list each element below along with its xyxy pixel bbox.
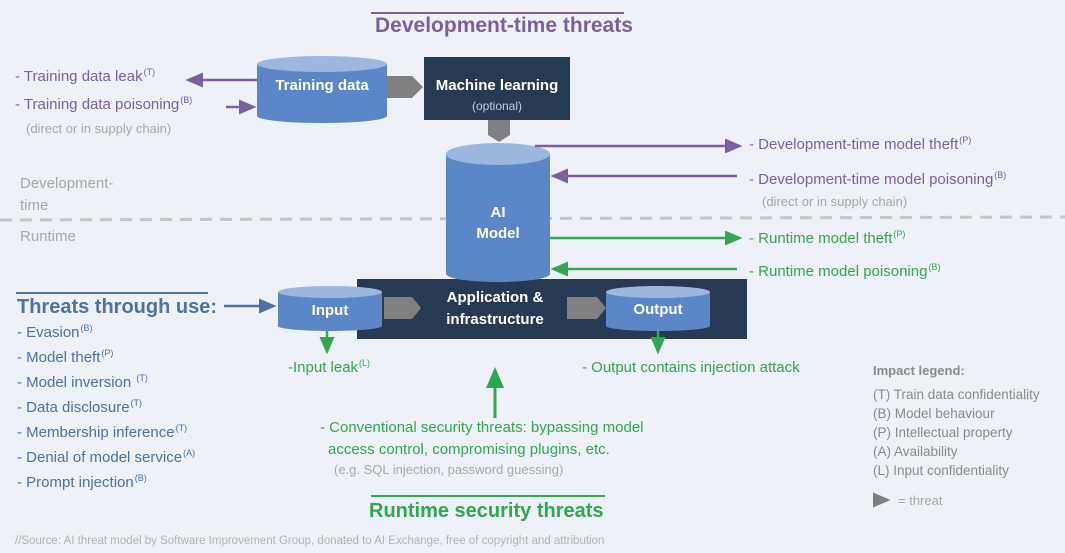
legend-item: (B) Model behaviour	[873, 406, 995, 421]
machine-learning-label: Machine learning	[435, 77, 559, 94]
legend-title: Impact legend:	[873, 363, 965, 378]
output-injection-threat: - Output contains injection attack	[582, 359, 800, 376]
legend-item: (L) Input confidentiality	[873, 463, 1009, 478]
training-data-poisoning-threat: - Training data poisoning(B)	[15, 95, 193, 114]
runtime-model-poisoning-threat: - Runtime model poisoning(B)	[749, 262, 941, 281]
legend-arrow-label: = threat	[898, 493, 943, 508]
machine-learning-note: (optional)	[471, 99, 523, 113]
dev-model-theft-threat: - Development-time model theft(P)	[749, 135, 972, 154]
use-threat-item: - Data disclosure(T)	[17, 398, 143, 417]
conventional-threats-line-1: - Conventional security threats: bypassi…	[320, 419, 644, 436]
app-label-2: infrastructure	[446, 311, 544, 328]
flow-arrow-training-to-ml	[387, 76, 423, 98]
conventional-threats-line-2: access control, compromising plugins, et…	[328, 441, 610, 458]
use-threat-item: - Prompt injection(B)	[17, 473, 147, 492]
runtime-header: Runtime security threats	[369, 500, 604, 522]
runtime-zone-label: Runtime	[20, 228, 76, 245]
dev-runtime-separator	[0, 215, 1065, 222]
dev-model-poisoning-threat: - Development-time model poisoning(B)	[749, 170, 1007, 189]
output-label: Output	[633, 301, 683, 318]
ai-model-label-2: Model	[476, 225, 520, 242]
ai-model-cylinder	[446, 143, 550, 282]
use-threat-item: - Denial of model service(A)	[17, 448, 196, 467]
legend-item: (A) Availability	[873, 444, 958, 459]
dev-time-header: Development-time threats	[375, 14, 633, 37]
threats-through-use-header: Threats through use:	[17, 296, 218, 318]
conventional-threats-note: (e.g. SQL injection, password guessing)	[334, 462, 564, 477]
source-footer: //Source: AI threat model by Software Im…	[15, 535, 605, 547]
training-data-leak-threat: - Training data leak(T)	[15, 67, 156, 86]
training-data-poisoning-note: (direct or in supply chain)	[26, 121, 172, 136]
training-data-label: Training data	[275, 77, 369, 94]
use-threat-item: - Membership inference(T)	[17, 423, 188, 442]
runtime-model-theft-threat: - Runtime model theft(P)	[749, 229, 906, 248]
flow-arrow-app-to-output	[567, 297, 606, 319]
dev-model-poisoning-note: (direct or in supply chain)	[762, 194, 908, 209]
legend-item: (T) Train data confidentiality	[873, 387, 1040, 402]
flow-arrow-input-to-app	[384, 297, 421, 319]
use-threat-item: - Evasion(B)	[17, 323, 93, 342]
output-cylinder	[606, 286, 710, 331]
threats-through-use-list: - Evasion(B) - Model theft(P) - Model in…	[17, 324, 195, 499]
use-threat-item: - Model inversion (T)	[17, 373, 148, 392]
ai-model-label-1: AI	[490, 204, 506, 221]
input-leak-threat: -Input leak(L)	[288, 358, 371, 377]
app-label-1: Application &	[446, 289, 544, 306]
input-cylinder	[278, 286, 382, 331]
dev-time-zone-label: Development- time	[20, 175, 114, 214]
impact-legend: Impact legend: (T) Train data confidenti…	[873, 363, 1040, 480]
training-data-cylinder	[257, 56, 387, 123]
legend-item: (P) Intellectual property	[873, 425, 1013, 440]
input-label: Input	[311, 302, 349, 319]
flow-arrow-ml-to-model	[488, 120, 510, 142]
use-threat-item: - Model theft(P)	[17, 348, 114, 367]
machine-learning-box	[424, 57, 570, 120]
